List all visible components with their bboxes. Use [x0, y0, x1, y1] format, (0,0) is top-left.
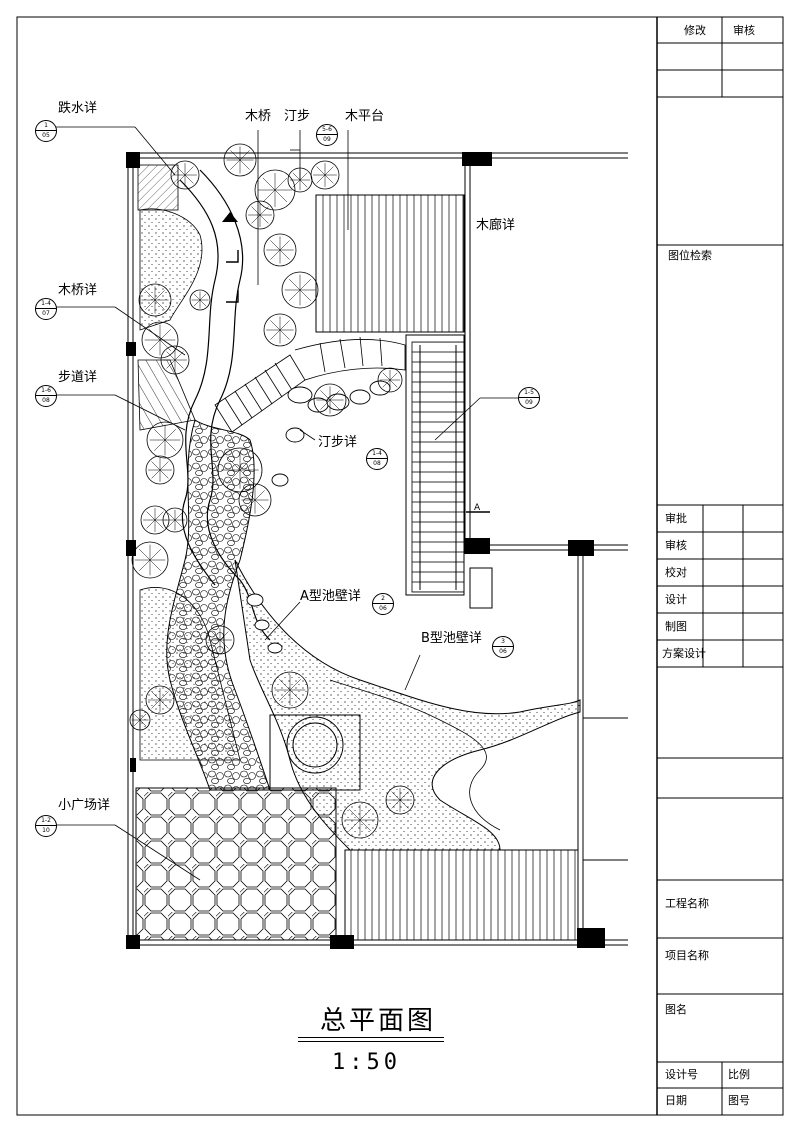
section-marks — [222, 212, 490, 513]
tb-project-name: 工程名称 — [665, 897, 709, 910]
lower-wood-deck — [344, 849, 579, 941]
wood-bridge — [214, 336, 406, 433]
leader-lines — [56, 126, 520, 881]
drawing-title: 总平面图 — [320, 1006, 437, 1036]
stepping-stones — [246, 380, 391, 654]
small-plaza — [135, 787, 337, 941]
tb-drafting: 制图 — [665, 620, 687, 633]
title-underline — [298, 1037, 444, 1038]
tb-index: 图位检索 — [668, 249, 712, 262]
label-stepping: 汀步 — [284, 109, 311, 124]
round-pavilion — [269, 714, 361, 791]
tb-design-no: 设计号 — [665, 1068, 698, 1081]
tb-design: 设计 — [665, 593, 687, 606]
sheet-border — [16, 16, 784, 1116]
label-b-pool-wall: B型池壁详 — [421, 631, 482, 646]
tb-drawing-name: 图名 — [665, 1003, 687, 1016]
label-cascade: 跌水详 — [58, 101, 98, 116]
drawing-scale: 1:50 — [332, 1050, 401, 1075]
label-small-plaza-detail: 小广场详 — [58, 798, 111, 813]
label-stepping-detail: 汀步详 — [318, 435, 358, 450]
label-walkway-detail: 步道详 — [58, 370, 98, 385]
tb-scheme-design: 方案设计 — [662, 647, 706, 660]
pond-area — [234, 559, 581, 851]
tb-item-name: 项目名称 — [665, 949, 709, 962]
tb-ratio: 比例 — [728, 1068, 750, 1081]
label-wood-bridge: 木桥 — [245, 109, 272, 124]
tb-review-top: 审核 — [733, 24, 755, 37]
trees — [129, 143, 415, 839]
label-wood-corridor: 木廊详 — [476, 218, 516, 233]
label-section-a: A — [474, 503, 481, 513]
tb-revision: 修改 — [684, 24, 706, 37]
stone-path — [166, 419, 271, 791]
tb-approve: 审批 — [665, 512, 687, 525]
tb-review: 审核 — [665, 539, 687, 552]
label-wood-platform: 木平台 — [345, 109, 385, 124]
tb-drawing-no: 图号 — [728, 1094, 750, 1107]
tb-proofread: 校对 — [665, 566, 687, 579]
title-underline-2 — [298, 1041, 444, 1042]
label-wood-bridge-detail: 木桥详 — [58, 283, 98, 298]
tb-date: 日期 — [665, 1094, 687, 1107]
wood-platform — [315, 194, 465, 333]
label-a-pool-wall: A型池壁详 — [300, 589, 361, 604]
